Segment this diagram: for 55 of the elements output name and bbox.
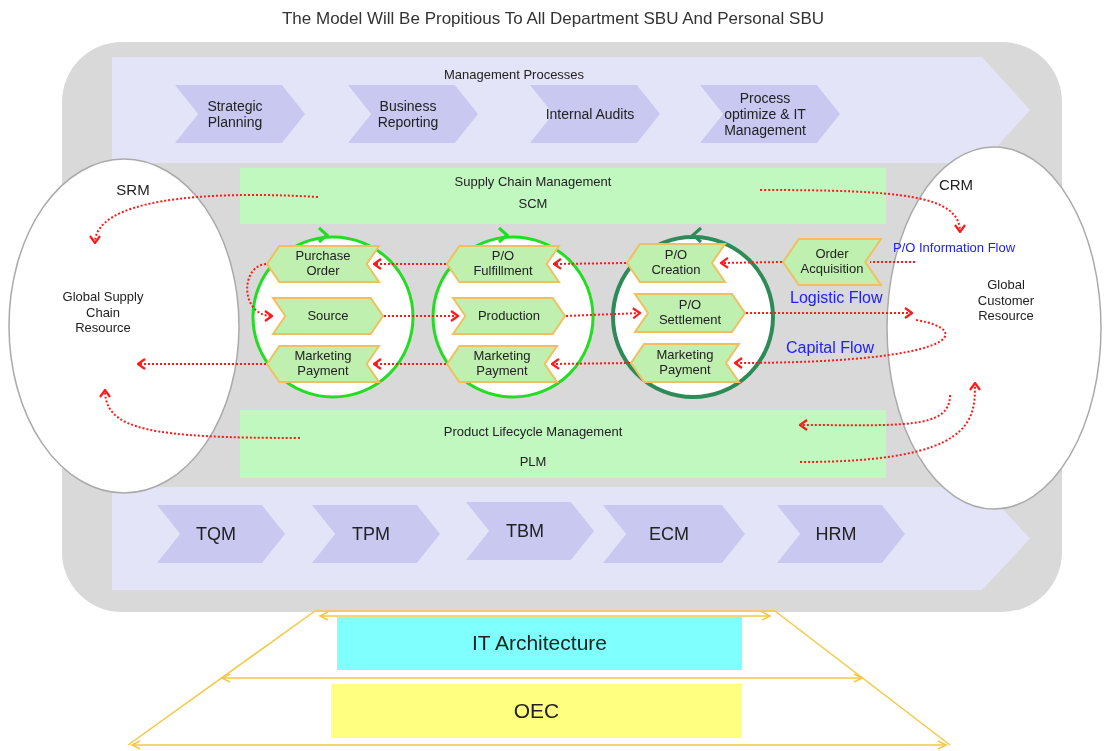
process-step: Marketing Payment	[266, 345, 380, 383]
edge-label: P/O Information Flow	[893, 241, 1016, 254]
process-step: TBM	[466, 502, 594, 560]
process-step: Source	[272, 297, 384, 335]
process-step: Marketing Payment	[630, 343, 740, 383]
dotted-arrow	[372, 257, 447, 271]
circle-text: Global Customer Resource	[976, 276, 1036, 324]
dotted-arrow	[136, 357, 267, 371]
process-step: P/O Settlement	[634, 293, 746, 333]
dotted-arrow	[798, 394, 951, 432]
layer-box: IT Architecture	[337, 617, 742, 670]
band-title: Management Processes	[443, 67, 585, 83]
process-step: Marketing Payment	[446, 345, 558, 383]
edge-label: Capital Flow	[786, 340, 875, 356]
circle-title: SRM	[116, 181, 150, 199]
layer-box: OEC	[331, 684, 742, 738]
dotted-arrow	[799, 381, 981, 463]
process-step: Strategic Planning	[175, 85, 305, 143]
process-step: TPM	[312, 505, 440, 563]
dotted-arrow	[550, 357, 631, 370]
dotted-arrow	[759, 189, 966, 234]
dotted-arrow	[372, 357, 447, 371]
process-step: P/O Fulfillment	[446, 245, 560, 283]
process-step: Internal Audits	[530, 85, 660, 143]
resource-circle	[886, 146, 1102, 510]
process-band	[240, 410, 886, 478]
band-title: Product Lifecycle Management	[443, 424, 623, 440]
process-step: ECM	[603, 505, 745, 563]
dotted-arrow	[745, 306, 914, 320]
process-step: Business Reporting	[348, 85, 478, 143]
process-step: Purchase Order	[266, 245, 380, 283]
process-step: Process optimize & IT Management	[700, 85, 840, 143]
dotted-arrow	[733, 319, 947, 369]
diagram-title: The Model Will Be Propitious To All Department SBU And Personal SBU	[281, 9, 825, 28]
dotted-arrow	[565, 307, 642, 320]
dotted-arrow	[90, 194, 319, 245]
band-subtitle: SCM	[518, 196, 548, 212]
circle-title: CRM	[938, 176, 974, 194]
process-band	[112, 57, 1030, 163]
band-subtitle: PLM	[519, 454, 547, 470]
dotted-arrow	[246, 263, 274, 322]
process-step: TQM	[157, 505, 285, 563]
resource-circle	[8, 158, 240, 494]
band-title: Supply Chain Management	[454, 174, 612, 190]
process-step: Order Acquisition	[782, 238, 882, 286]
dotted-arrow	[383, 309, 460, 323]
dotted-arrow	[99, 388, 301, 439]
process-step: Production	[452, 297, 566, 335]
dotted-arrow	[719, 256, 783, 269]
process-band	[240, 168, 886, 224]
process-band	[112, 487, 1030, 590]
circle-text: Global Supply Chain Resource	[61, 288, 145, 336]
edge-label: Logistic Flow	[790, 290, 883, 306]
process-step: HRM	[777, 505, 905, 563]
dotted-arrow	[552, 257, 627, 270]
